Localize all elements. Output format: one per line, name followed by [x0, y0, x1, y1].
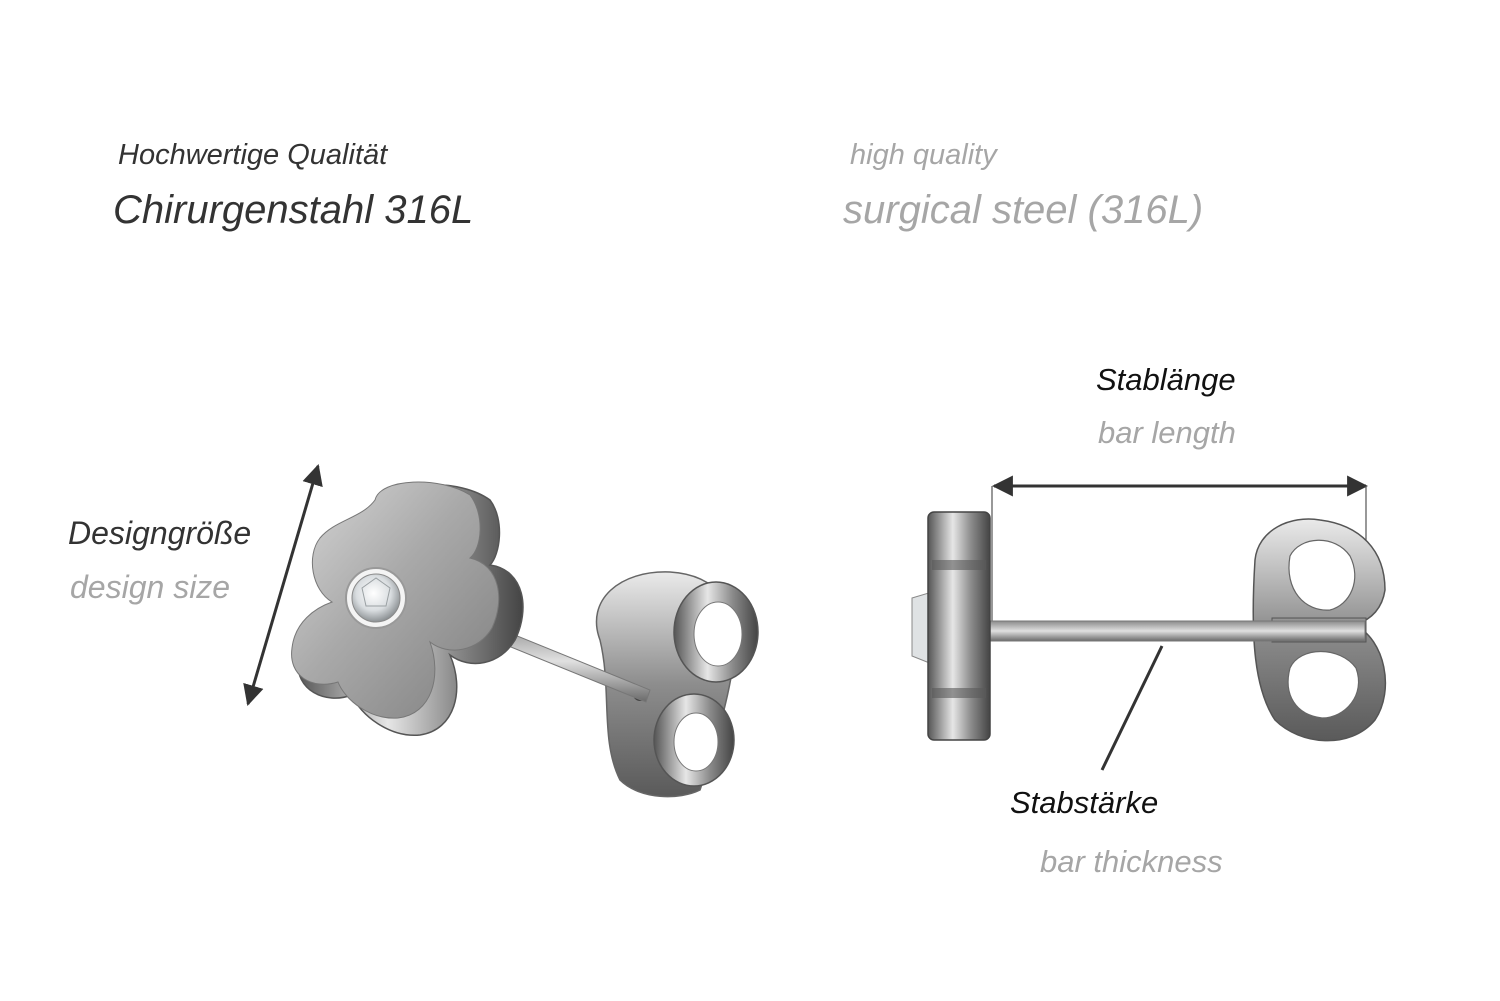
label-design-size-en: design size — [70, 569, 231, 605]
label-bar-length-en: bar length — [1098, 415, 1236, 450]
label-bar-thickness-de: Stabstärke — [1010, 785, 1159, 820]
header-quality-en: high quality — [850, 139, 997, 171]
flower-stud-left — [291, 481, 524, 736]
bar-thickness-pointer — [1100, 645, 1164, 771]
design-size-arrow — [243, 463, 323, 707]
label-bar-length-de: Stablänge — [1096, 362, 1236, 397]
label-bar-thickness-en: bar thickness — [1040, 844, 1223, 879]
flower-stud-side-right — [911, 511, 991, 741]
butterfly-clutch-left — [595, 571, 759, 798]
header-material-de: Chirurgenstahl 316L — [113, 188, 474, 232]
header-quality-de: Hochwertige Qualität — [118, 139, 388, 171]
label-design-size-de: Designgröße — [68, 515, 252, 551]
rod-right — [989, 620, 1366, 642]
header-material-en: surgical steel (316L) — [843, 188, 1204, 232]
